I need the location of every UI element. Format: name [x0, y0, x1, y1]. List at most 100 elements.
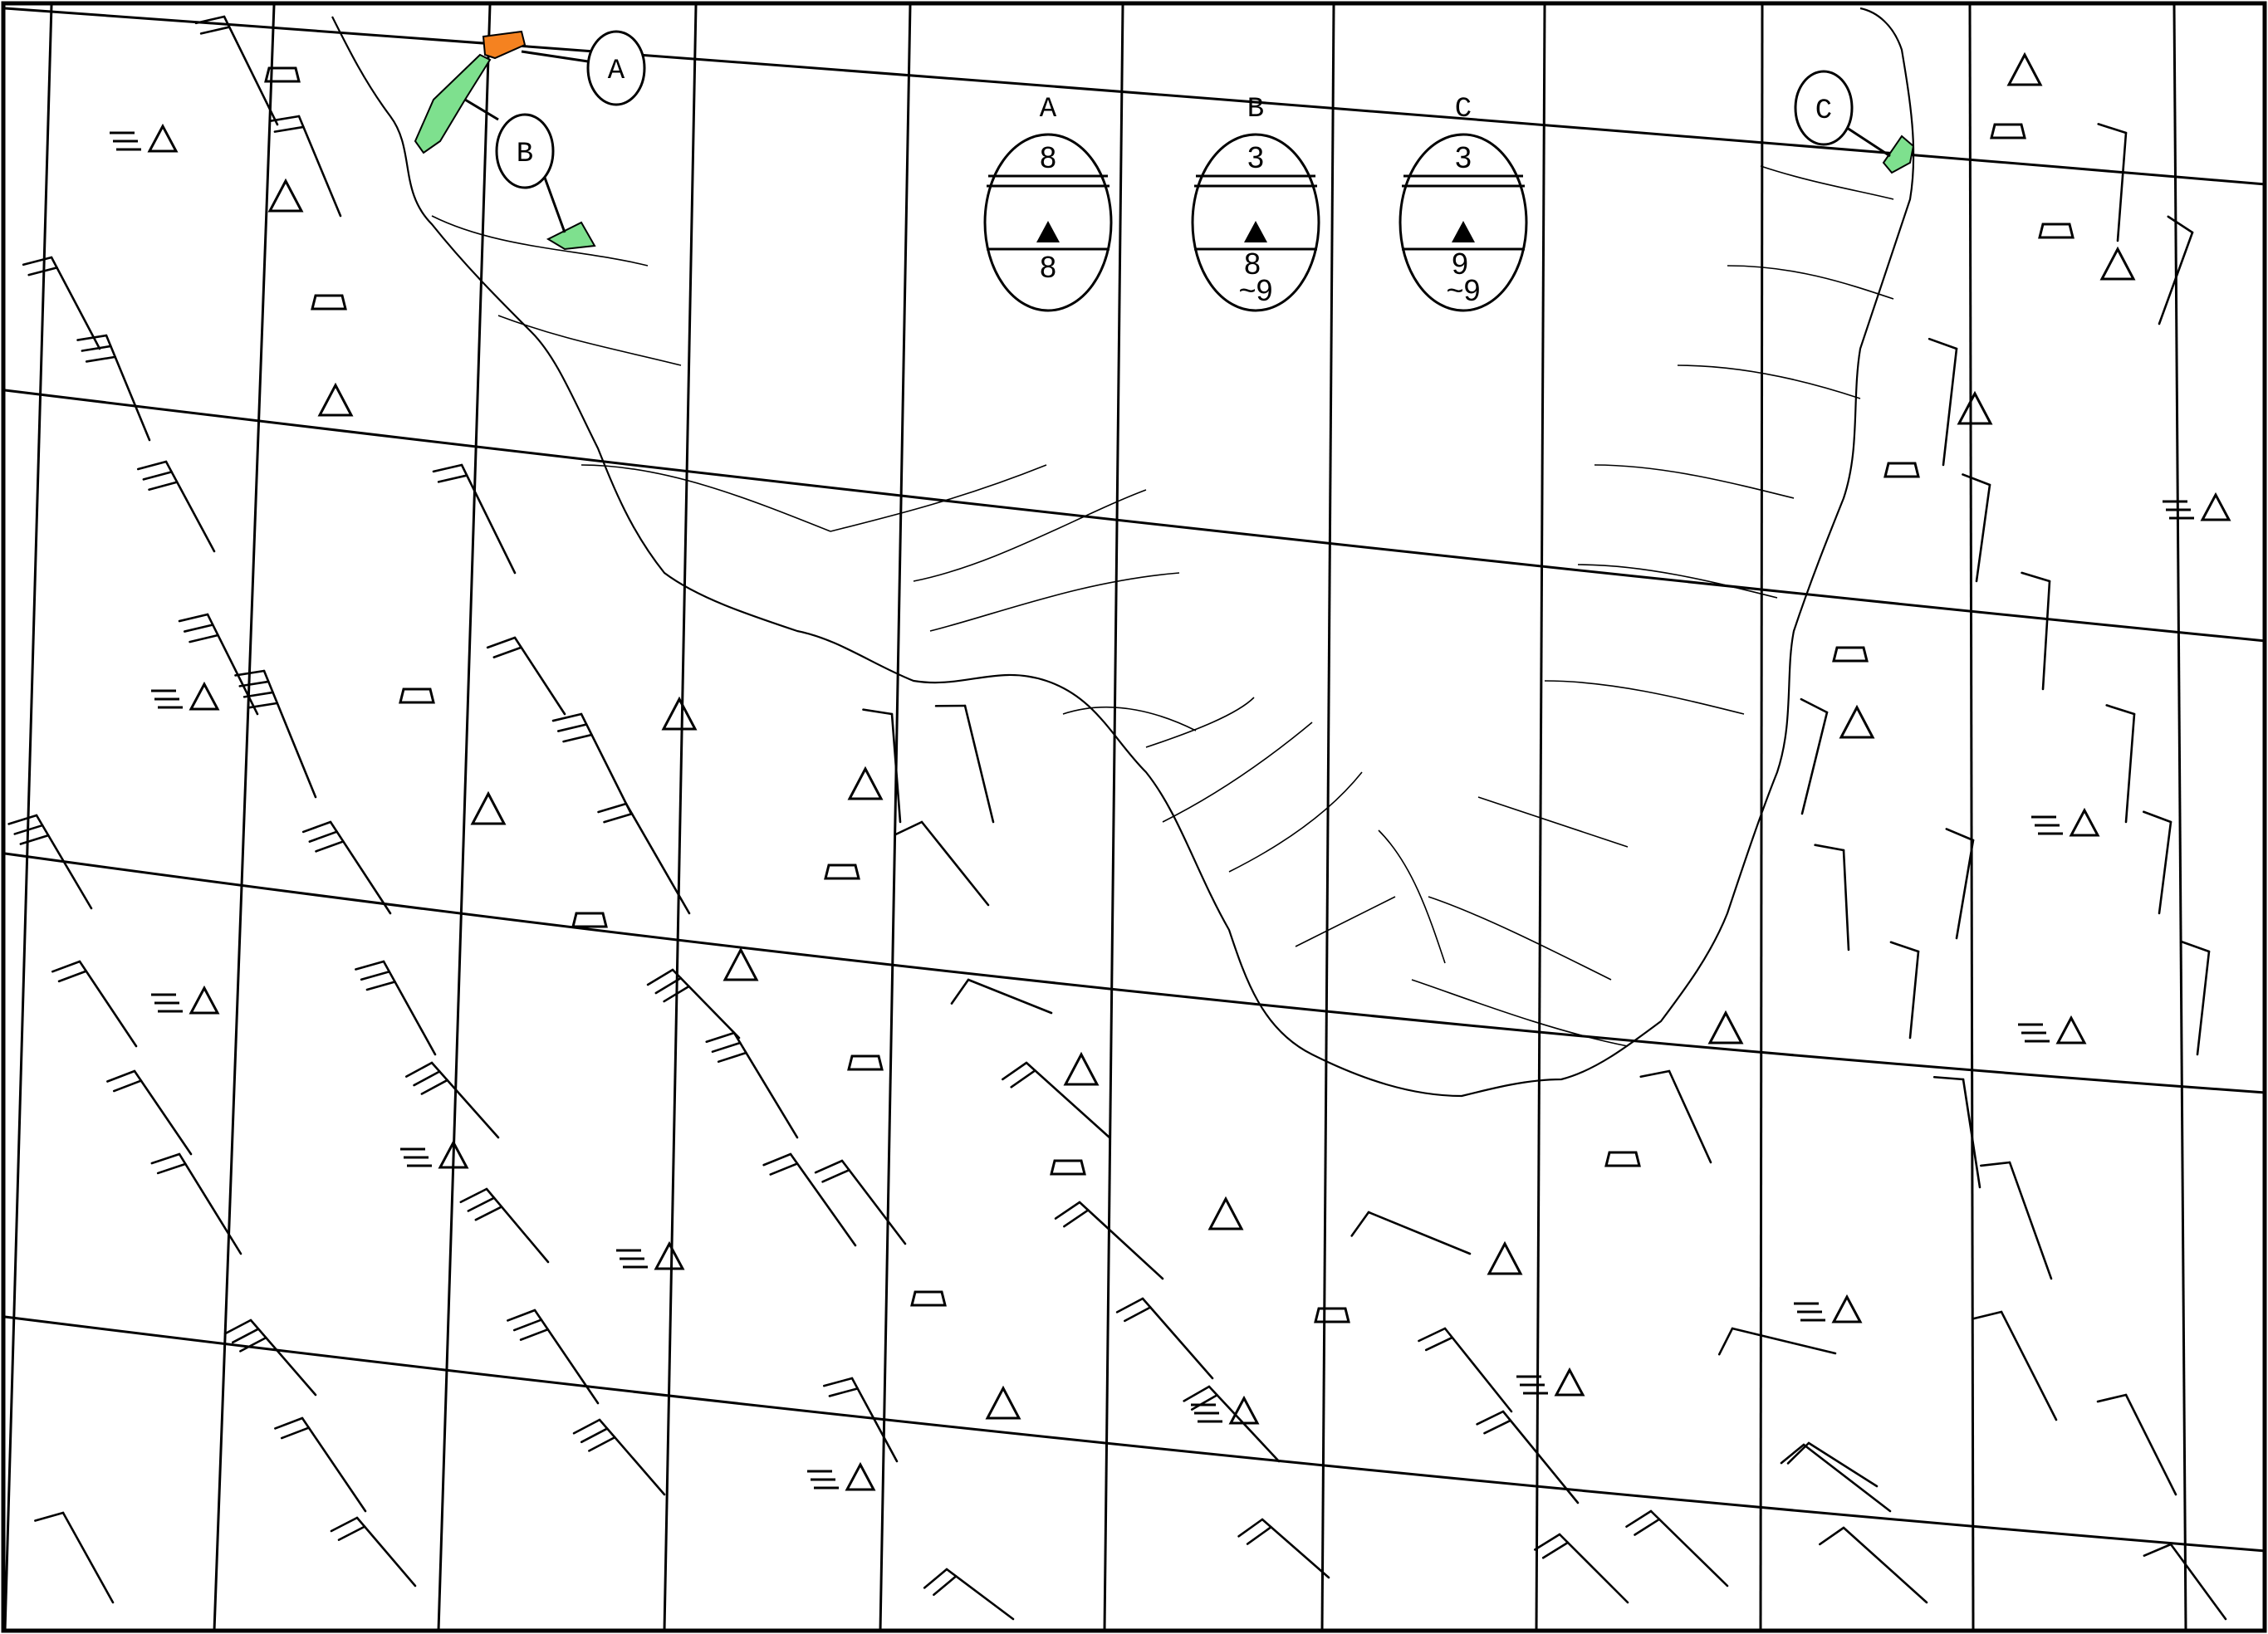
wind-barb-icon	[894, 820, 990, 907]
legend-box-b-bottom2: ~9	[1238, 273, 1272, 307]
legend-box-a-top: 8	[1040, 140, 1056, 174]
warning-area-green-east	[1882, 135, 1915, 174]
region-tag-c	[1794, 70, 1854, 146]
trapezoid-icon	[847, 1054, 884, 1071]
legend-box-b-bottom: 8	[1244, 247, 1261, 281]
wind-barb-icon	[705, 1031, 799, 1139]
wind-barb-icon	[1002, 1061, 1111, 1139]
region-tag-b	[495, 113, 555, 189]
wind-barb-icon	[572, 1418, 666, 1496]
wind-barb-icon	[1962, 473, 1991, 583]
wind-barb-icon	[822, 1377, 899, 1463]
triangle-icon	[267, 178, 304, 213]
wind-barb-icon	[486, 636, 566, 716]
wind-barb-icon	[223, 1318, 317, 1397]
wind-barb-icon	[106, 1069, 193, 1156]
wind-barb-icon	[150, 1152, 242, 1255]
wind-barb-icon	[2180, 940, 2211, 1056]
wind-barb-icon	[301, 820, 392, 915]
legend-box-a: A 8 8	[983, 94, 1113, 312]
trapezoid-icon	[2038, 223, 2075, 239]
wind-barb-icon	[1819, 1526, 1928, 1604]
coastline	[331, 7, 1915, 1098]
wind-barb-icon	[1979, 1161, 2053, 1280]
fog-symbols	[110, 123, 2231, 1491]
wind-barbs	[7, 15, 2227, 1621]
triangle-icon	[1487, 1240, 1523, 1275]
legend-box-c: C 3 9 ~9	[1399, 94, 1528, 312]
region-tag-a-letter: A	[608, 56, 625, 87]
legend-box-c-bottom: 9	[1452, 247, 1468, 281]
triangle-icon	[985, 1385, 1021, 1420]
wind-barb-icon	[2097, 123, 2128, 242]
trapezoid-icon	[1314, 1307, 1350, 1323]
wind-barb-icon	[1928, 337, 1958, 467]
wind-barb-icon	[762, 1152, 857, 1247]
triangle-icon	[1063, 1051, 1100, 1086]
wind-barb-icon	[1476, 1410, 1580, 1504]
wind-barb-icon	[646, 968, 741, 1040]
wind-barb-icon	[234, 669, 317, 799]
wind-barb-icon	[1800, 697, 1829, 815]
wind-barb-icon	[178, 613, 259, 716]
wind-barb-icon	[355, 960, 437, 1056]
region-tag-a	[586, 30, 646, 106]
triangle-icon	[2099, 246, 2136, 281]
wind-barb-icon	[1889, 941, 1920, 1040]
trapezoid-icon	[1990, 123, 2026, 139]
filled-triangle-icon	[1036, 221, 1060, 242]
wind-barb-icon	[404, 1061, 500, 1139]
wind-barb-icon	[2142, 810, 2172, 915]
wind-barb-icon	[269, 115, 342, 218]
legend-box-c-top: 3	[1455, 140, 1472, 174]
triangle-icon	[1839, 704, 1875, 739]
legend-box-b-letter: B	[1247, 94, 1264, 125]
wind-barb-icon	[934, 704, 995, 824]
region-tag-b-letter: B	[517, 139, 533, 170]
wind-barb-icon	[432, 463, 517, 575]
wind-barb-icon	[194, 15, 279, 126]
wind-barb-icon	[136, 460, 216, 553]
wind-barb-icon	[1115, 1297, 1214, 1380]
warning-area-orange	[482, 30, 527, 60]
wind-barb-icon	[1639, 1069, 1712, 1164]
wind-barb-icon	[2105, 704, 2136, 824]
region-tags: A B C	[464, 30, 1891, 233]
legend-box-a-letter: A	[1040, 94, 1057, 125]
legend-box-c-letter: C	[1455, 94, 1472, 125]
fog-triangle-icon	[151, 985, 220, 1015]
trapezoid-icon	[311, 294, 347, 311]
filled-triangle-icon	[1244, 221, 1267, 242]
wind-barb-icon	[1350, 1211, 1472, 1255]
wind-barb-icon	[1237, 1518, 1330, 1579]
fog-triangle-icon	[2031, 807, 2100, 837]
wind-barb-icon	[76, 334, 151, 442]
filled-triangle-icon	[1452, 221, 1475, 242]
trapezoid-icon	[571, 912, 608, 928]
triangle-icon	[723, 947, 759, 981]
fog-triangle-icon	[400, 1139, 469, 1169]
legend-box-b-top: 3	[1247, 140, 1264, 174]
wind-barb-icon	[1717, 1327, 1837, 1356]
wind-barb-icon	[950, 978, 1053, 1015]
wind-barb-icon	[1625, 1509, 1729, 1588]
fog-triangle-icon	[151, 681, 220, 711]
triangle-icon	[470, 790, 507, 825]
trapezoid-symbols	[264, 66, 2075, 1323]
wind-barb-icon	[1932, 1075, 1981, 1189]
legend-box-b: B 3 8 ~9	[1191, 94, 1320, 312]
triangle-icon	[317, 382, 354, 417]
trapezoid-icon	[910, 1290, 947, 1307]
wind-barb-icon	[1972, 1310, 2058, 1421]
trapezoid-icon	[1832, 646, 1869, 663]
legend-box-a-bottom: 8	[1040, 250, 1056, 284]
trapezoid-icon	[1050, 1159, 1086, 1176]
wind-barb-icon	[34, 1511, 115, 1604]
wind-barb-icon	[1814, 844, 1850, 952]
trapezoid-icon	[824, 863, 860, 880]
wind-barb-icon	[2158, 215, 2194, 325]
wind-barb-icon	[1786, 1441, 1879, 1488]
wind-barb-icon	[551, 712, 633, 815]
